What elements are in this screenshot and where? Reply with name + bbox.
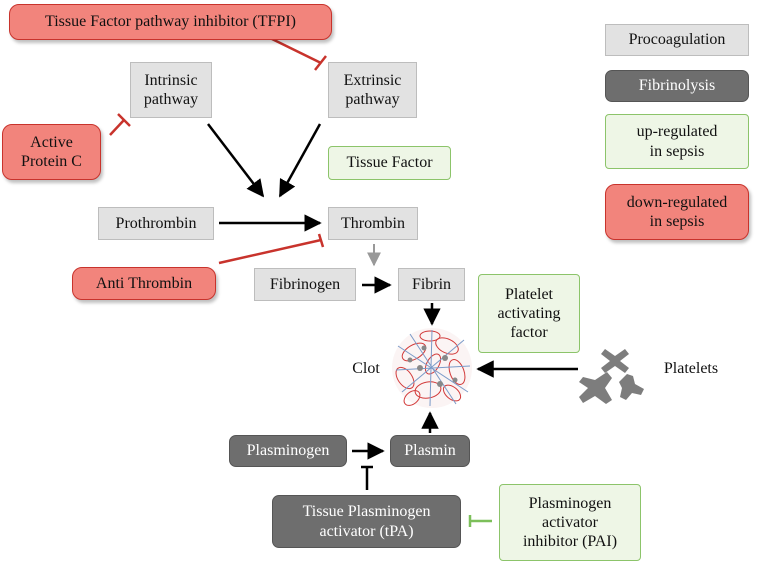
clot-label: Clot (352, 360, 380, 378)
inhibit-tpa-plasminogen (361, 465, 373, 490)
inhibit-antithrombin-thrombin (218, 233, 325, 265)
anti-thrombin-node: Anti Thrombin (72, 267, 216, 300)
arrow-extrinsic-to-thrombin (278, 123, 322, 198)
intrinsic-pathway-node: Intrinsic pathway (130, 62, 212, 118)
tpa-node: Tissue Plasminogen activator (tPA) (272, 495, 461, 548)
inhibit-apc-intrinsic (109, 113, 131, 136)
legend-procoagulation: Procoagulation (605, 24, 749, 56)
fibrinogen-node: Fibrinogen (254, 268, 356, 301)
arrow-intrinsic-to-thrombin (207, 123, 265, 198)
inhibit-pai-tpa (468, 515, 492, 527)
prothrombin-node: Prothrombin (98, 207, 214, 240)
active-protein-c-node: Active Protein C (2, 124, 101, 180)
platelet-glyphs (579, 349, 644, 404)
clot-illustration (392, 328, 472, 408)
tissue-factor-node: Tissue Factor (328, 146, 451, 180)
legend-up-regulated: up-regulated in sepsis (605, 114, 749, 169)
legend-down-regulated: down-regulated in sepsis (605, 184, 749, 240)
tfpi-node: Tissue Factor pathway inhibitor (TFPI) (9, 4, 332, 40)
thrombin-node: Thrombin (328, 207, 418, 240)
platelets-label: Platelets (663, 360, 719, 378)
pai-node: Plasminogen activator inhibitor (PAI) (499, 484, 641, 561)
plasminogen-node: Plasminogen (229, 435, 347, 467)
legend-fibrinolysis: Fibrinolysis (605, 70, 749, 102)
inhibit-tfpi-extrinsic (269, 36, 327, 71)
extrinsic-pathway-node: Extrinsic pathway (328, 62, 417, 118)
platelet-activating-factor-node: Platelet activating factor (478, 274, 580, 353)
plasmin-node: Plasmin (390, 435, 470, 467)
fibrin-node: Fibrin (398, 268, 465, 301)
